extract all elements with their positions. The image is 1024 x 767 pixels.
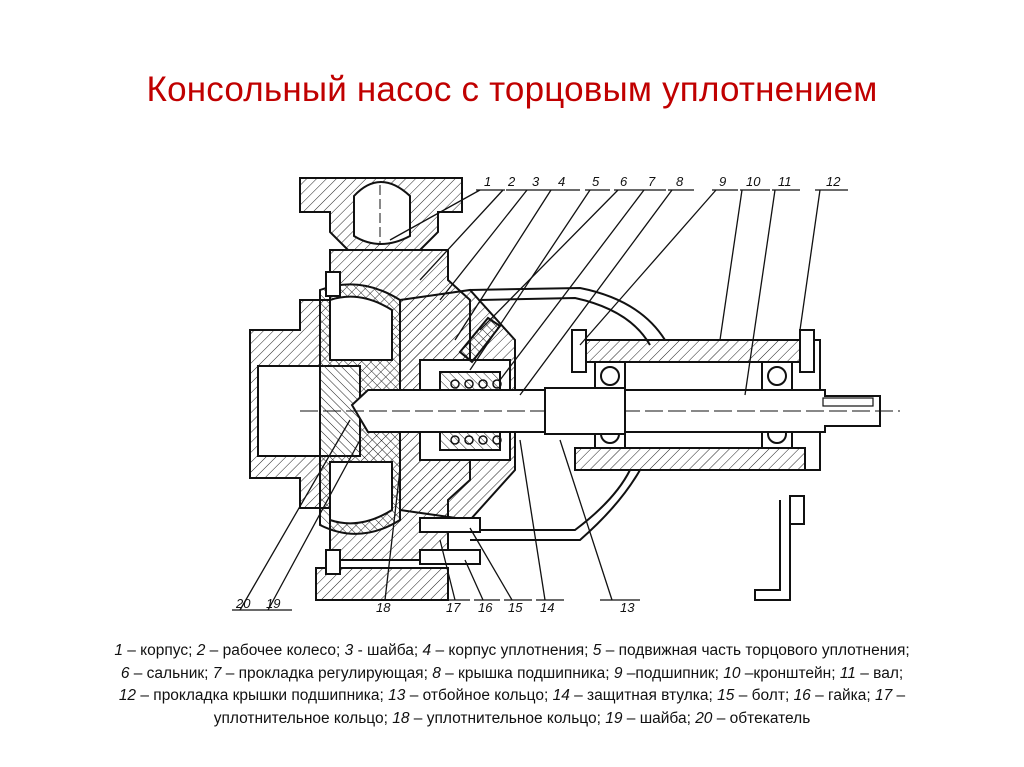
callout-17: 17 — [446, 600, 461, 615]
legend-text: – прокладка крышки подшипника; — [136, 687, 389, 704]
legend-line: 12 – прокладка крышки подшипника; 13 – о… — [30, 685, 994, 708]
legend-line: уплотнительное кольцо; 18 – уплотнительн… — [30, 708, 994, 731]
legend-text: – обтекатель — [712, 709, 811, 727]
legend-text: – вал; — [855, 664, 904, 682]
callout-9: 9 — [719, 174, 726, 189]
callout-16: 16 — [478, 600, 493, 615]
legend-line: 1 – корпус; 2 – рабочее колесо; 3 - шайб… — [30, 640, 994, 663]
legend-text: – отбойное кольцо; — [405, 687, 553, 704]
callout-14: 14 — [540, 600, 554, 615]
legend-num: 9 — [613, 664, 623, 682]
callout-1: 1 — [484, 174, 491, 189]
legend-num: 3 — [344, 642, 354, 659]
legend-num: 19 — [605, 709, 623, 727]
pump-body — [249, 177, 900, 601]
legend-line: 6 – сальник; 7 – прокладка регулирующая;… — [30, 663, 994, 686]
legend-num: 11 — [839, 664, 856, 682]
callout-4: 4 — [558, 174, 565, 189]
slide-title: Консольный насос с торцовым уплотнением — [146, 70, 878, 109]
legend-num: 16 — [793, 687, 811, 704]
callout-12: 12 — [826, 174, 841, 189]
callout-19: 19 — [266, 596, 280, 611]
legend-text: – рабочее колесо; — [205, 642, 345, 659]
legend-num: 8 — [432, 664, 441, 682]
legend-text: - шайба; — [353, 642, 423, 659]
callout-5: 5 — [592, 174, 600, 189]
legend-num: 1 — [114, 642, 123, 659]
legend-num: 4 — [422, 642, 432, 659]
legend-text: – корпус уплотнения; — [431, 642, 593, 659]
legend-text: уплотнительное кольцо; — [213, 709, 393, 727]
legend-text: –кронштейн; — [740, 664, 840, 682]
legend-num: 7 — [212, 664, 222, 682]
callout-3: 3 — [532, 174, 540, 189]
legend-text: – шайба; — [622, 709, 696, 727]
legend-text: – болт; — [734, 687, 794, 704]
callout-7: 7 — [648, 174, 656, 189]
legend-text: – подвижная часть торцового уплотнения; — [601, 642, 910, 659]
legend-text: – уплотнительное кольцо; — [409, 709, 606, 727]
legend-text: –подшипник; — [622, 664, 724, 682]
callout-numbers-top: 1 2 3 4 5 6 7 8 9 10 11 12 — [484, 174, 841, 189]
callout-leaders — [232, 189, 848, 611]
legend-text: – корпус; — [122, 642, 197, 659]
callout-13: 13 — [620, 600, 635, 615]
legend-num: 2 — [196, 642, 206, 659]
legend-caption: 1 – корпус; 2 – рабочее колесо; 3 - шайб… — [30, 640, 994, 730]
callout-8: 8 — [676, 174, 684, 189]
legend-num: 14 — [552, 687, 570, 704]
callout-6: 6 — [620, 174, 628, 189]
legend-num: 6 — [120, 664, 130, 682]
legend-num: 13 — [388, 687, 406, 704]
legend-text: – сальник; — [129, 664, 213, 682]
legend-text: – гайка; — [810, 687, 875, 704]
legend-num: 10 — [723, 664, 741, 682]
legend-text: – прокладка регулирующая; — [221, 664, 433, 682]
legend-text: – крышка подшипника; — [440, 664, 614, 682]
legend-text: – — [892, 687, 906, 704]
callout-10: 10 — [746, 174, 761, 189]
legend-num: 20 — [695, 709, 713, 727]
legend-text: – защитная втулка; — [569, 687, 718, 704]
callout-18: 18 — [376, 600, 391, 615]
legend-num: 15 — [717, 687, 735, 704]
callout-2: 2 — [507, 174, 516, 189]
legend-num: 5 — [592, 642, 602, 659]
callout-15: 15 — [508, 600, 523, 615]
legend-num: 12 — [118, 687, 137, 704]
callout-numbers-bottom: 20 19 18 17 16 15 14 13 — [235, 596, 635, 615]
legend-num: 18 — [392, 709, 410, 727]
callout-20: 20 — [235, 596, 251, 611]
callout-11: 11 — [778, 174, 792, 189]
legend-num: 17 — [875, 687, 893, 704]
